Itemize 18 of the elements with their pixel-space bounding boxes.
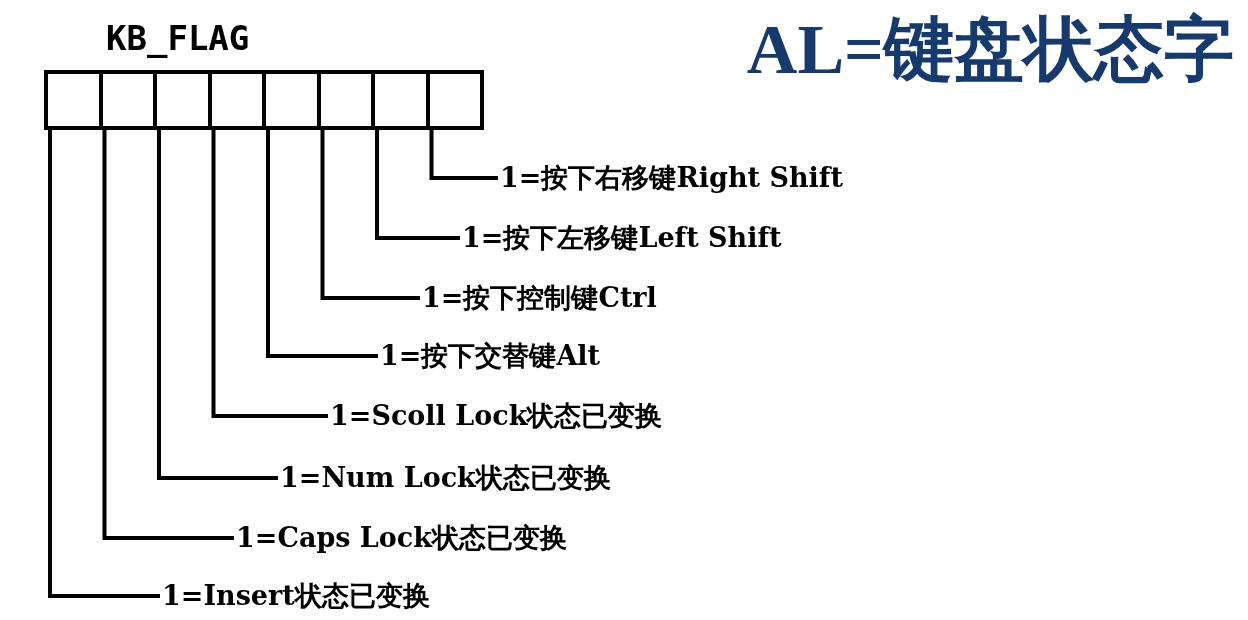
bit-description: 1=按下控制键Ctrl <box>422 281 657 315</box>
leader-line <box>211 130 328 418</box>
bit-description: 1=Scoll Lock状态已变换 <box>330 399 663 433</box>
leader-line <box>157 130 278 480</box>
register-name: KB_FLAG <box>106 18 250 58</box>
bit-description: 1=Insert状态已变换 <box>162 579 430 613</box>
leader-line <box>320 130 420 300</box>
bit-description: 1=按下左移键Left Shift <box>462 221 782 255</box>
slide-title: AL=键盘状态字 <box>746 10 1234 90</box>
leader-line <box>102 130 234 540</box>
leader-line <box>375 130 460 240</box>
leader-line <box>429 130 498 180</box>
leader-line <box>48 130 160 598</box>
leader-line <box>266 130 378 358</box>
bit-description: 1=按下右移键Right Shift <box>500 161 843 195</box>
bit-description: 1=按下交替键Alt <box>380 339 601 373</box>
bit-description: 1=Num Lock状态已变换 <box>280 461 611 495</box>
bit-description: 1=Caps Lock状态已变换 <box>236 521 567 555</box>
